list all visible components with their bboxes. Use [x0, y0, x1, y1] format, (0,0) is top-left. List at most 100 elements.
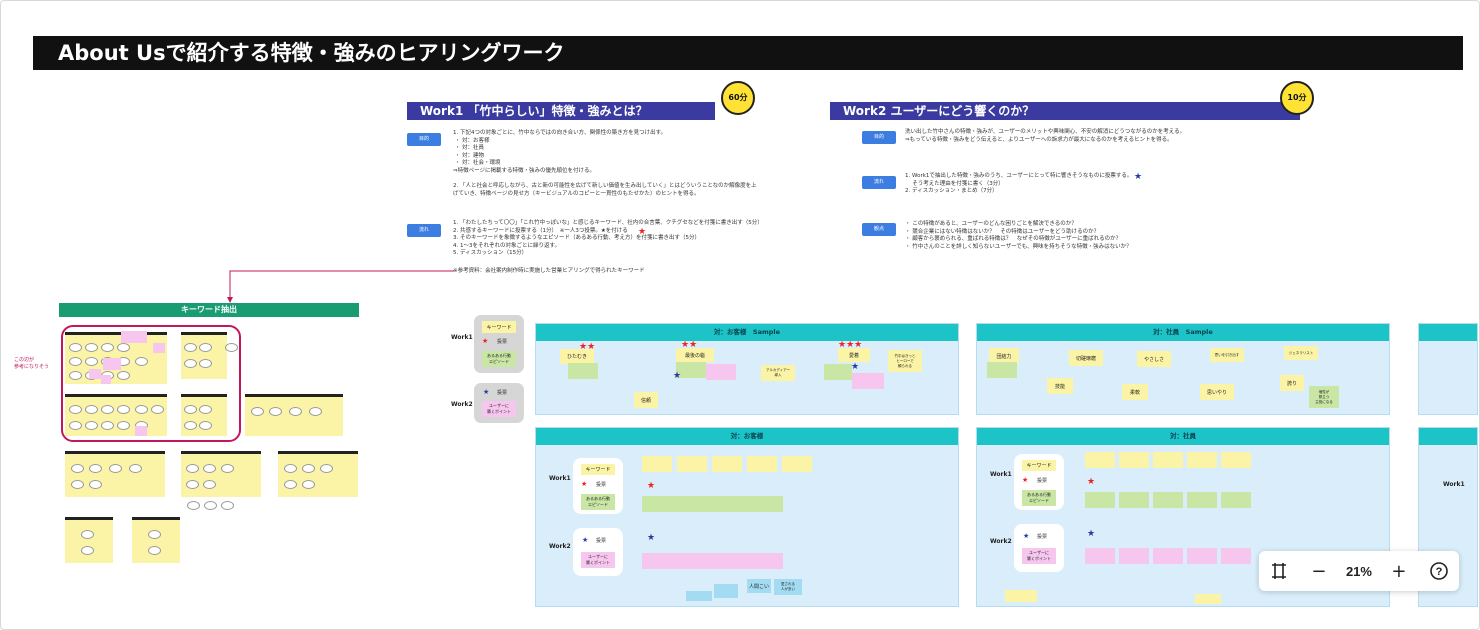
- sticky-note[interactable]: [642, 496, 678, 512]
- board-sample-customer[interactable]: 対：お客様 Sample ひたむき ★★ 最後の砦 ★★ ★ アルカディアー 導…: [535, 323, 959, 415]
- board-partial[interactable]: [1418, 323, 1478, 415]
- sticky-note[interactable]: [1119, 492, 1149, 508]
- work1-reference[interactable]: ※参考資料：会社案内制作時に実施した営業ヒアリングで得られたキーワード: [453, 268, 645, 274]
- sticky-note[interactable]: [747, 496, 783, 512]
- mini-board[interactable]: [65, 451, 165, 497]
- sticky-note[interactable]: [1221, 492, 1251, 508]
- mini-board[interactable]: [278, 451, 358, 497]
- sticky-note[interactable]: [1085, 548, 1115, 564]
- mini-board[interactable]: [181, 394, 227, 436]
- sticky-note[interactable]: [852, 373, 884, 389]
- sticky-note[interactable]: [89, 369, 101, 379]
- legend-episode: あるある行動 エピソード: [482, 351, 516, 367]
- mini-board[interactable]: [65, 517, 113, 563]
- sticky-note[interactable]: 人間こい: [747, 579, 771, 593]
- sticky-note[interactable]: [1005, 590, 1037, 602]
- sticky-note[interactable]: 思いやり: [1200, 384, 1234, 400]
- sticky-note[interactable]: 思いを引き出す: [1210, 348, 1244, 362]
- work1-purpose-label: 目的: [407, 133, 441, 146]
- board-employee[interactable]: 対：社員 Work1 Work2 キーワード ★ 投票 あるある行動 エピソード…: [976, 427, 1390, 607]
- sticky-note[interactable]: 誇り: [1280, 375, 1304, 391]
- sticky-note[interactable]: 最後の砦: [676, 348, 714, 362]
- sticky-note[interactable]: [1153, 452, 1183, 468]
- mini-board[interactable]: [65, 394, 167, 436]
- sticky-note[interactable]: [568, 363, 598, 379]
- sticky-note[interactable]: [747, 456, 777, 472]
- sticky-note[interactable]: [642, 553, 678, 569]
- sticky-note[interactable]: アルカディアー 導入: [761, 365, 795, 381]
- mini-board[interactable]: [132, 517, 180, 563]
- board-header: 対：社員: [977, 428, 1389, 445]
- sticky-note[interactable]: [1153, 548, 1183, 564]
- sticky-note[interactable]: [1153, 492, 1183, 508]
- sticky-note[interactable]: [676, 362, 706, 378]
- mini-board[interactable]: [245, 394, 343, 436]
- work1-flow-text: 1. 「わたしたちって〇〇」「これ竹中っぽいな」と感じるキーワード、社内の合言葉…: [453, 220, 763, 257]
- sticky-note[interactable]: [1187, 452, 1217, 468]
- sticky-note[interactable]: [1195, 594, 1221, 604]
- sticky-note[interactable]: [686, 591, 712, 601]
- svg-text:?: ?: [1436, 566, 1443, 578]
- sticky-note[interactable]: [712, 496, 748, 512]
- sticky-note[interactable]: [747, 553, 783, 569]
- sticky-note[interactable]: 切磋琢磨: [1069, 350, 1103, 366]
- sticky-note[interactable]: [712, 456, 742, 472]
- sticky-note[interactable]: [1221, 548, 1251, 564]
- star-icon: ★★: [681, 340, 698, 350]
- sticky-note[interactable]: 愛着: [838, 348, 870, 362]
- sticky-note[interactable]: 技能: [1047, 378, 1073, 394]
- sticky-note[interactable]: ひたむき: [560, 349, 594, 364]
- work2-time-badge: 10分: [1280, 81, 1314, 115]
- sticky-note[interactable]: 竹中はきっと ヒーローで 頼られる: [888, 350, 922, 372]
- star-icon: ★: [581, 480, 588, 488]
- board-customer[interactable]: 対：お客様 Work1 Work2 キーワード ★ 投票 あるある行動 エピソー…: [535, 427, 959, 607]
- legend-vote: 投票: [496, 338, 507, 345]
- sticky-note[interactable]: [782, 456, 812, 472]
- sticky-note[interactable]: [1119, 452, 1149, 468]
- sticky-note[interactable]: [153, 343, 165, 353]
- legend-keyword: キーワード: [581, 464, 615, 475]
- star-icon: ★: [647, 533, 656, 543]
- sticky-note[interactable]: [642, 456, 672, 472]
- sticky-note[interactable]: やさしさ: [1137, 351, 1171, 367]
- mini-board[interactable]: [181, 332, 227, 379]
- sticky-note[interactable]: [1085, 452, 1115, 468]
- sticky-note[interactable]: [1085, 492, 1115, 508]
- sticky-note[interactable]: 団結力: [989, 348, 1019, 364]
- sticky-note[interactable]: [1187, 492, 1217, 508]
- sticky-note[interactable]: ジェネラリスト: [1284, 346, 1318, 360]
- sticky-note[interactable]: [103, 358, 121, 370]
- sticky-note[interactable]: [121, 331, 147, 343]
- star-icon: ★: [582, 536, 589, 544]
- sticky-note[interactable]: 愛される 人が多い: [774, 579, 802, 595]
- sticky-note[interactable]: [135, 426, 147, 436]
- sticky-note[interactable]: [824, 364, 852, 380]
- sticky-note[interactable]: [1221, 452, 1251, 468]
- sticky-note[interactable]: 信頼: [634, 392, 658, 408]
- zoom-out-button[interactable]: −: [1311, 560, 1327, 582]
- legend-work2: ★ 投票 ユーザーに 響くポイント: [573, 528, 623, 576]
- fit-to-screen-button[interactable]: [1266, 558, 1292, 584]
- zoom-in-button[interactable]: +: [1391, 560, 1407, 582]
- sticky-note[interactable]: [706, 364, 736, 380]
- legend-episode: あるある行動 エピソード: [581, 494, 615, 510]
- star-icon: ★★★: [838, 340, 863, 350]
- sticky-note[interactable]: [712, 553, 748, 569]
- sticky-note[interactable]: [677, 456, 707, 472]
- sticky-note[interactable]: [1187, 548, 1217, 564]
- board-sample-employee[interactable]: 対：社員 Sample 団結力 切磋琢磨 やさしさ 思いを引き出す ジェネラリス…: [976, 323, 1390, 415]
- sticky-note[interactable]: [714, 584, 738, 598]
- sticky-note[interactable]: [677, 553, 713, 569]
- sticky-note[interactable]: [677, 496, 713, 512]
- sticky-note[interactable]: 個性が 際立つ 主役になる: [1309, 386, 1339, 408]
- sticky-note[interactable]: 柔軟: [1122, 384, 1148, 400]
- legend-user-point: ユーザーに 響くポイント: [581, 552, 615, 568]
- mini-board[interactable]: [181, 451, 261, 497]
- sticky-note[interactable]: [987, 362, 1017, 378]
- work2-flow-label: 流れ: [862, 176, 896, 189]
- sticky-note[interactable]: [101, 375, 111, 384]
- mini-circle: [187, 501, 200, 510]
- help-button[interactable]: ?: [1426, 558, 1452, 584]
- sticky-note[interactable]: [1119, 548, 1149, 564]
